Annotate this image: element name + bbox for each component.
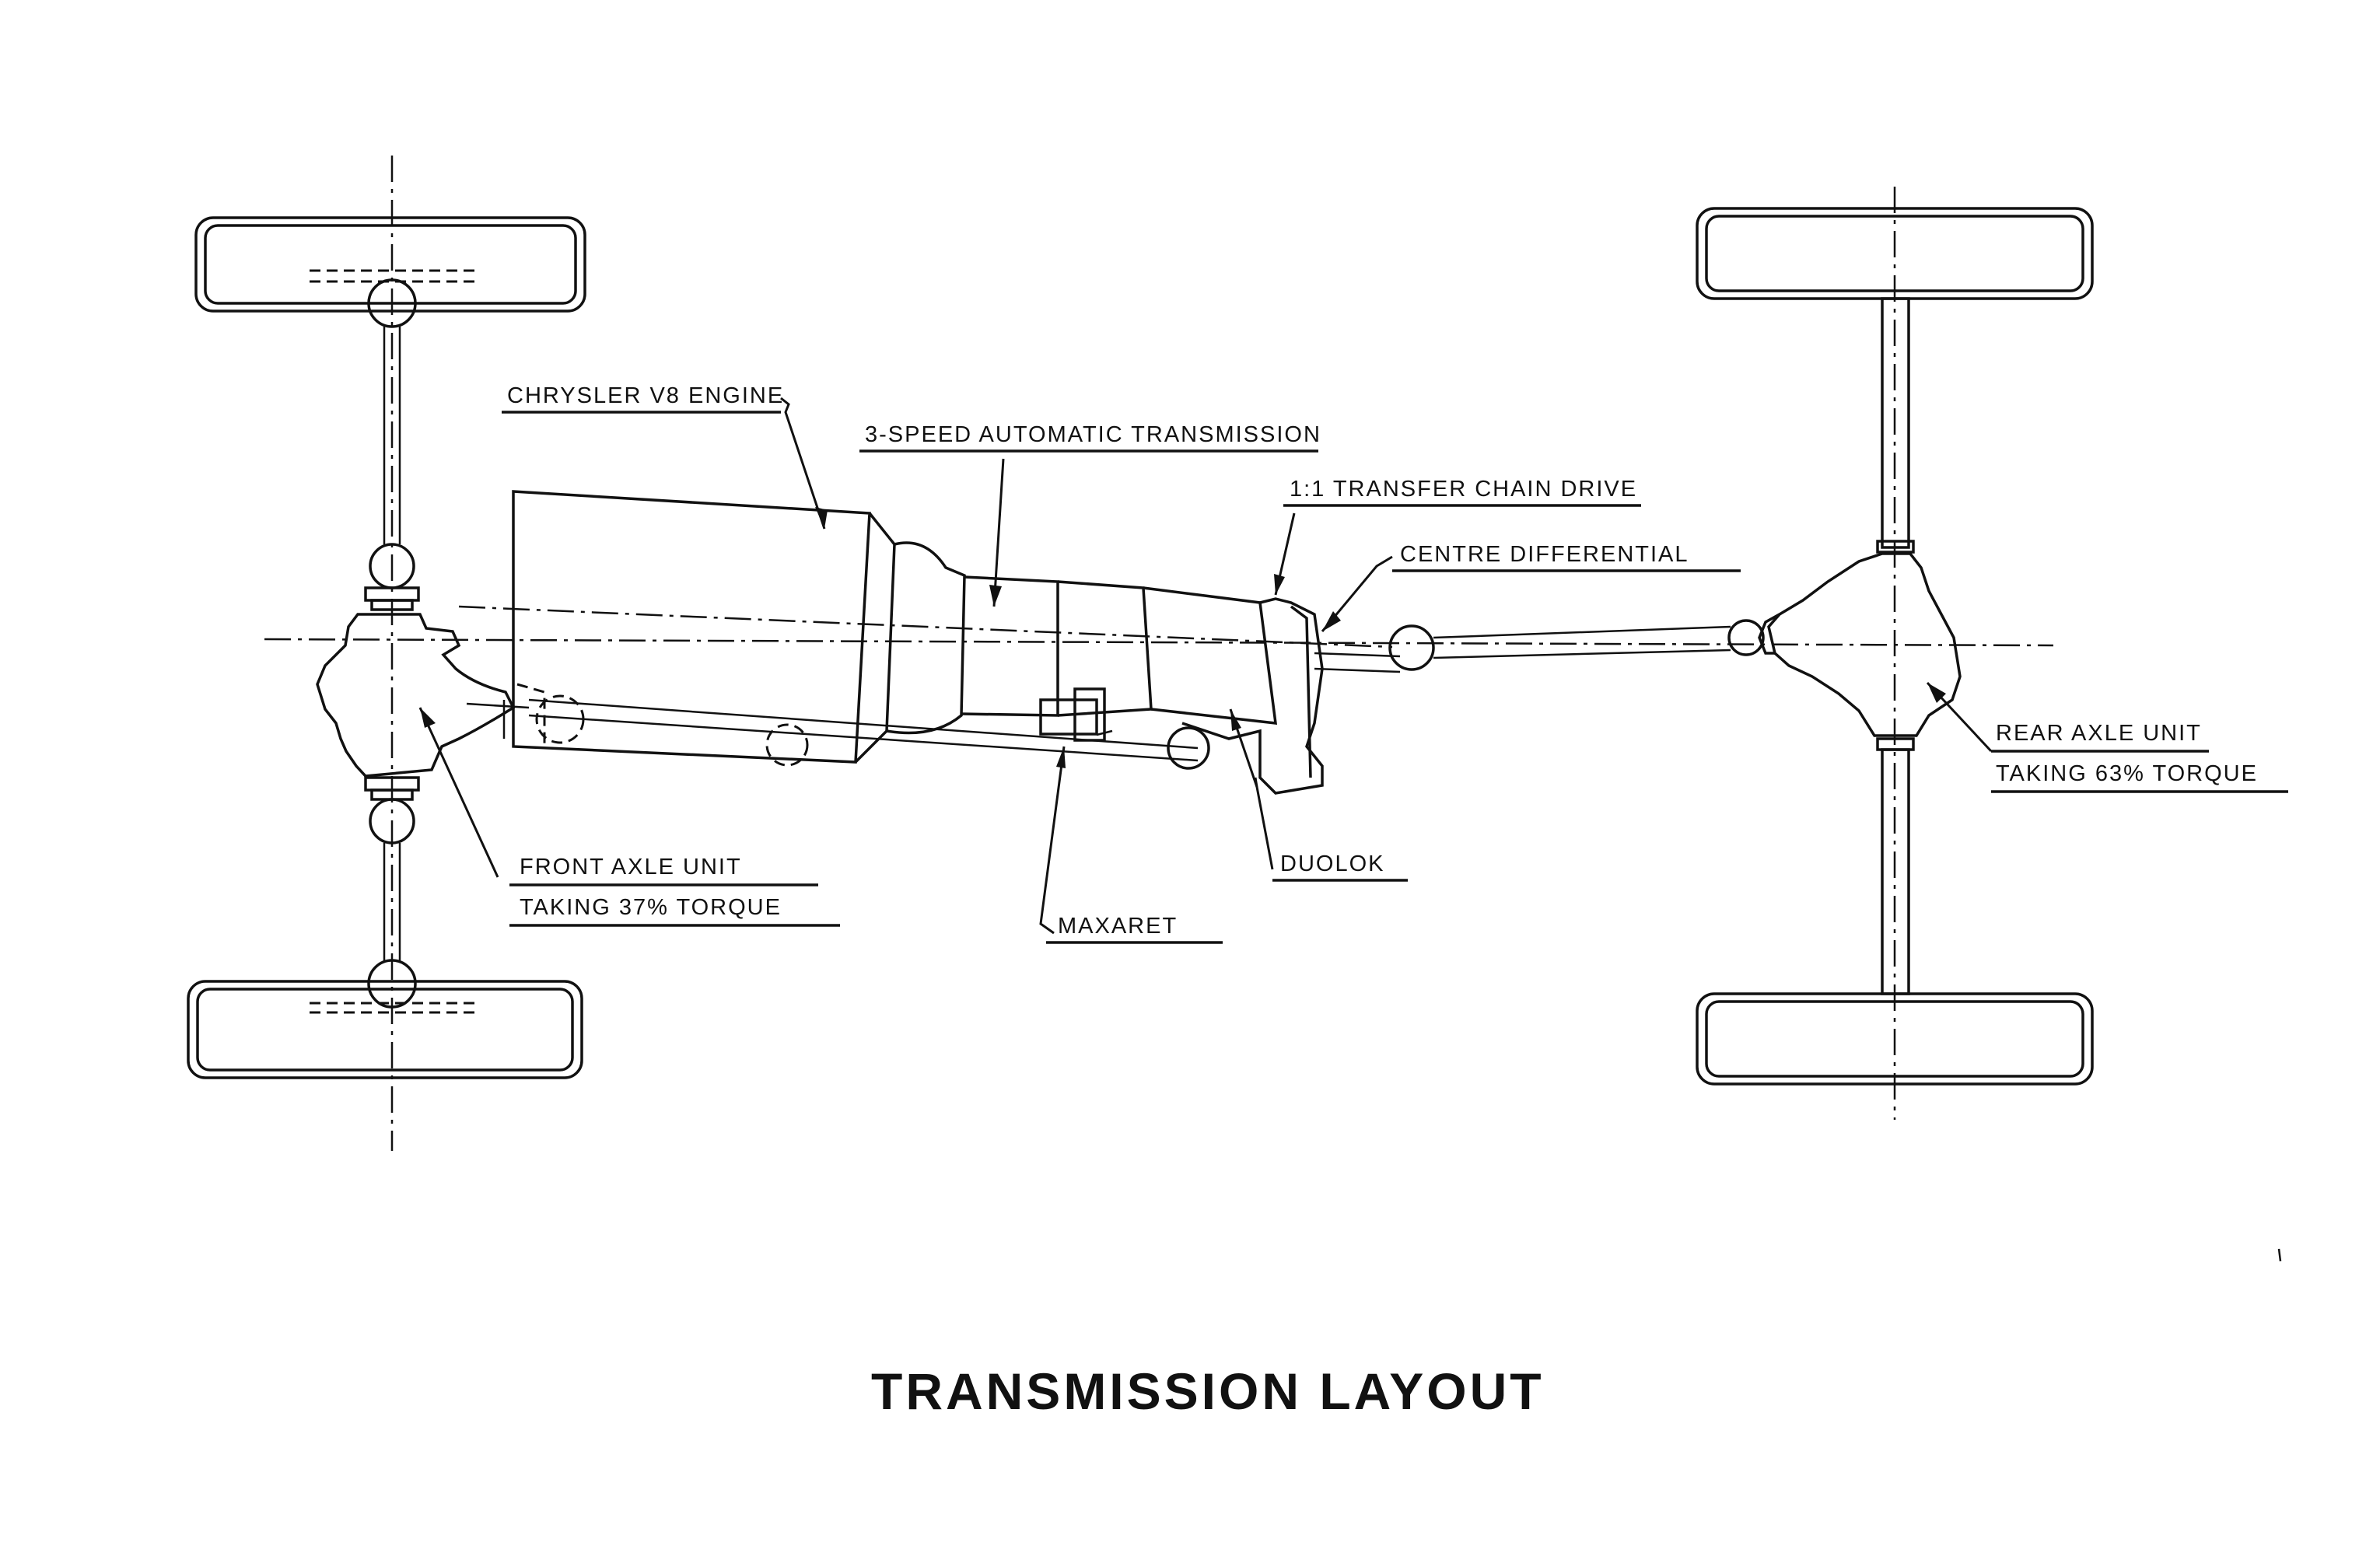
front-axle-assembly [187, 156, 586, 1151]
rear-axle-tubes [1876, 297, 1915, 995]
driveline [264, 490, 2054, 795]
label-rear-axle-line1: REAR AXLE UNIT [1996, 721, 2202, 746]
front-left-wheel [194, 216, 586, 328]
front-right-wheel [187, 959, 583, 1079]
rear-differential-casing [1767, 552, 1962, 737]
maxaret-unit [1039, 687, 1113, 742]
rear-axle-assembly [1696, 187, 2094, 1120]
label-duolok: DUOLOK [1280, 851, 1384, 876]
rear-propshaft [1433, 619, 1765, 659]
label-transmission: 3-SPEED AUTOMATIC TRANSMISSION [865, 422, 1321, 447]
label-engine: CHRYSLER V8 ENGINE [507, 383, 784, 408]
leader-engine [780, 397, 826, 530]
label-front-axle-line1: FRONT AXLE UNIT [520, 855, 742, 879]
front-axle-casing [316, 613, 516, 778]
diagram-title: TRANSMISSION LAYOUT [871, 1362, 1545, 1420]
label-front-axle-line2: TAKING 37% TORQUE [520, 895, 782, 920]
label-maxaret: MAXARET [1058, 914, 1178, 939]
label-transfer: 1:1 TRANSFER CHAIN DRIVE [1290, 477, 1637, 502]
transfer-case [1167, 597, 1435, 795]
callout-labels: CHRYSLER V8 ENGINE 3-SPEED AUTOMATIC TRA… [418, 383, 2288, 944]
leader-front-axle [418, 707, 499, 878]
vehicle-centerline [264, 638, 2054, 647]
leader-centre-diff [1321, 555, 1393, 632]
scan-mark [2277, 1248, 2282, 1262]
leader-transmission [992, 458, 1005, 607]
engine-axis-line [458, 605, 1393, 649]
transmission-casing [961, 575, 1278, 725]
leader-maxaret [1039, 746, 1066, 935]
label-rear-axle-line2: TAKING 63% TORQUE [1996, 761, 2258, 786]
front-half-shafts [364, 327, 420, 961]
engine-block [502, 490, 966, 767]
label-centre-diff: CENTRE DIFFERENTIAL [1400, 542, 1689, 567]
